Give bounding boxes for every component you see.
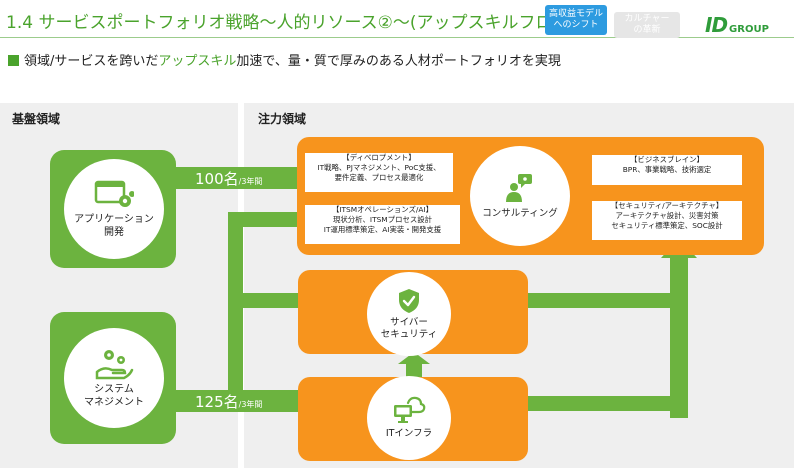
logo-id-text: ID bbox=[705, 13, 728, 37]
consultant-chat-icon bbox=[506, 173, 532, 202]
infra-to-security-arrowhead bbox=[398, 352, 430, 364]
itsm-card-header: 【ITSMオペレーションズ/AI】 bbox=[331, 205, 434, 214]
sys-mgmt-label: システム マネジメント bbox=[84, 383, 144, 408]
security-arch-card-body: アーキテクチャ設計、災害対策 セキュリティ標準策定、SOC設計 bbox=[611, 211, 723, 230]
subtitle: 領域/サービスを跨いだアップスキル加速で、量・質で厚みのある人材ポートフォリオを… bbox=[8, 50, 561, 69]
shield-check-icon bbox=[399, 288, 419, 313]
consulting-node[interactable]: コンサルティング bbox=[470, 146, 570, 246]
infra-to-riser-connector bbox=[528, 396, 688, 411]
consulting-label: コンサルティング bbox=[482, 207, 558, 219]
infra-to-security-shaft bbox=[406, 360, 422, 380]
logo-group-text: GROUP bbox=[729, 24, 769, 35]
tag-culture-innovation[interactable]: カルチャー の革新 bbox=[614, 12, 680, 38]
bottom-flow-label: 125名/3年間 bbox=[195, 391, 262, 412]
subtitle-highlight: アップスキル bbox=[158, 54, 237, 69]
app-dev-label: アプリケーション 開発 bbox=[74, 213, 154, 238]
subtitle-before: 領域/サービスを跨いだ bbox=[24, 54, 159, 69]
focus-region-label: 注力領域 bbox=[258, 112, 307, 126]
brain-card-header: 【ビジネスブレイン】 bbox=[630, 155, 704, 164]
dev-card[interactable]: 【ディベロプメント】 IT戦略、PJマネジメント、PoC支援、 要件定義、プロセ… bbox=[305, 153, 453, 192]
bottom-flow-count: 125名 bbox=[195, 393, 239, 411]
bullet-square-icon bbox=[8, 55, 19, 66]
itsm-card[interactable]: 【ITSMオペレーションズ/AI】 現状分析、ITSMプロセス設計 IT運用標準… bbox=[305, 205, 460, 244]
infra-label: ITインフラ bbox=[385, 428, 433, 439]
infra-node[interactable]: ITインフラ bbox=[367, 376, 451, 460]
bottom-flow-unit: /3年間 bbox=[238, 400, 263, 409]
security-to-riser-connector bbox=[528, 293, 688, 308]
tag-culture-label: カルチャー の革新 bbox=[624, 14, 670, 35]
tag-high-profit-model[interactable]: 高収益モデル へのシフト bbox=[545, 5, 607, 35]
security-label: サイバー セキュリティ bbox=[380, 316, 438, 340]
brain-card[interactable]: 【ビジネスブレイン】 BPR、事業戦略、技術選定 bbox=[592, 155, 742, 185]
brain-card-body: BPR、事業戦略、技術選定 bbox=[622, 165, 712, 174]
page-title: 1.4 サービスポートフォリオ戦略～人的リソース②～(アップスキルフロー) bbox=[6, 13, 577, 33]
app-window-gear-icon bbox=[94, 180, 134, 207]
itsm-branch-shaft bbox=[228, 212, 302, 227]
security-arch-card-header: 【セキュリティ/アーキテクチャ】 bbox=[610, 201, 724, 210]
top-flow-count: 100名 bbox=[195, 170, 239, 188]
top-flow-label: 100名/3年間 bbox=[195, 168, 262, 189]
security-arch-card[interactable]: 【セキュリティ/アーキテクチャ】 アーキテクチャ設計、災害対策 セキュリティ標準… bbox=[592, 201, 742, 240]
security-branch-shaft bbox=[228, 293, 302, 308]
top-flow-unit: /3年間 bbox=[238, 177, 263, 186]
base-region-label: 基盤領域 bbox=[12, 112, 61, 126]
tag-high-profit-label: 高収益モデル へのシフト bbox=[548, 9, 603, 30]
app-dev-node[interactable]: アプリケーション 開発 bbox=[64, 159, 164, 259]
title-divider bbox=[0, 37, 794, 38]
itsm-card-body: 現状分析、ITSMプロセス設計 IT運用標準策定、AI実装・開発支援 bbox=[323, 215, 442, 234]
top-flow-arrow-shaft bbox=[176, 167, 302, 189]
dev-card-body: IT戦略、PJマネジメント、PoC支援、 要件定義、プロセス最適化 bbox=[317, 163, 441, 182]
right-riser-shaft bbox=[670, 256, 688, 418]
vertical-trunk bbox=[228, 212, 243, 412]
subtitle-after: 加速で、量・質で厚みのある人材ポートフォリオを実現 bbox=[236, 54, 561, 69]
sys-mgmt-node[interactable]: システム マネジメント bbox=[64, 328, 164, 428]
hand-gears-icon bbox=[95, 349, 134, 379]
security-node[interactable]: サイバー セキュリティ bbox=[367, 272, 451, 356]
cloud-monitor-icon bbox=[394, 396, 426, 423]
dev-card-header: 【ディベロプメント】 bbox=[342, 153, 416, 162]
